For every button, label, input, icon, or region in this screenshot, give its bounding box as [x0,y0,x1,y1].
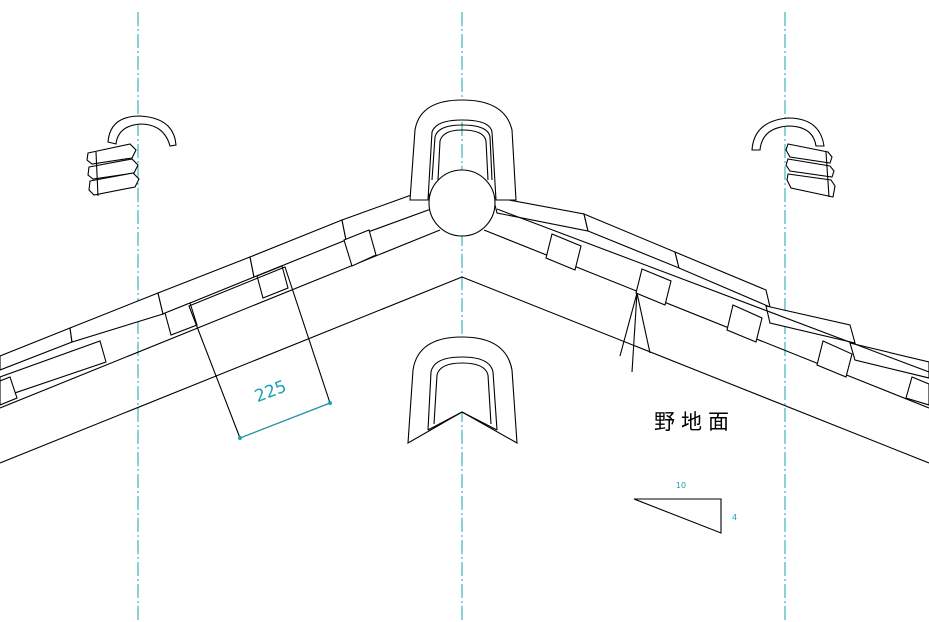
tile-right [545,233,582,271]
tile-right [674,251,771,308]
slope-triangle [633,498,722,534]
ornament-tile [95,151,99,197]
leader-line [636,292,651,354]
tile-right [726,304,763,343]
dimension-225: 225 [238,377,332,440]
slope-indicator: 10 4 [633,481,737,534]
ridge-cap-lower-inner [433,362,492,425]
ornament-tile [88,172,140,196]
tile-right [635,268,672,306]
leader-line [631,292,638,373]
ornament-tile [786,173,836,198]
ornament-tile [825,151,830,198]
ridge-cap-lower [407,336,518,444]
ornament-tile [785,143,833,164]
dimension-line [239,402,331,439]
surface-label: 野地面 [654,410,735,434]
ornament-left [86,115,177,197]
roof-board-lower-right [461,276,929,464]
roof-board-lower-left [0,276,463,464]
ridge-cap-lower-inner [427,356,498,431]
tile-right [849,342,929,379]
ridge-cap [409,99,517,237]
ornament-arc [751,117,825,151]
ornament-tile [785,158,835,178]
tile-right [765,305,856,344]
ridge-cap-inner [437,129,489,181]
ridge-cap-inner [431,124,493,181]
tile-left [249,219,347,278]
tiles-right [492,196,929,406]
tile-left [69,292,164,343]
ridge-round-tile [428,169,496,237]
tile-right [816,340,853,378]
roof-board-upper-left [0,229,441,409]
tile-left [164,302,198,336]
tile-left [343,229,377,267]
ridge-cap-lower-inner [427,411,463,431]
ridge-cap-lower-outer [407,336,518,444]
slope-rise: 4 [732,513,737,522]
leader-line [619,292,638,357]
tile-right-seam [496,208,929,373]
dimension-value: 225 [252,377,289,407]
ornament-arc [107,115,177,147]
dimension-point [238,436,242,440]
leader-lines [619,292,651,373]
tile-right [905,376,929,406]
ridge-cap-lower-inner [461,411,498,431]
tile-left [256,265,289,299]
ridge-cap-outer [409,99,517,201]
tile-left [0,376,18,406]
slope-run: 10 [676,481,686,490]
tiles-left [0,188,432,406]
dimension-point [328,401,332,405]
tile-left [0,340,107,399]
ornament-tile [86,143,137,165]
ornament-right [751,117,836,198]
